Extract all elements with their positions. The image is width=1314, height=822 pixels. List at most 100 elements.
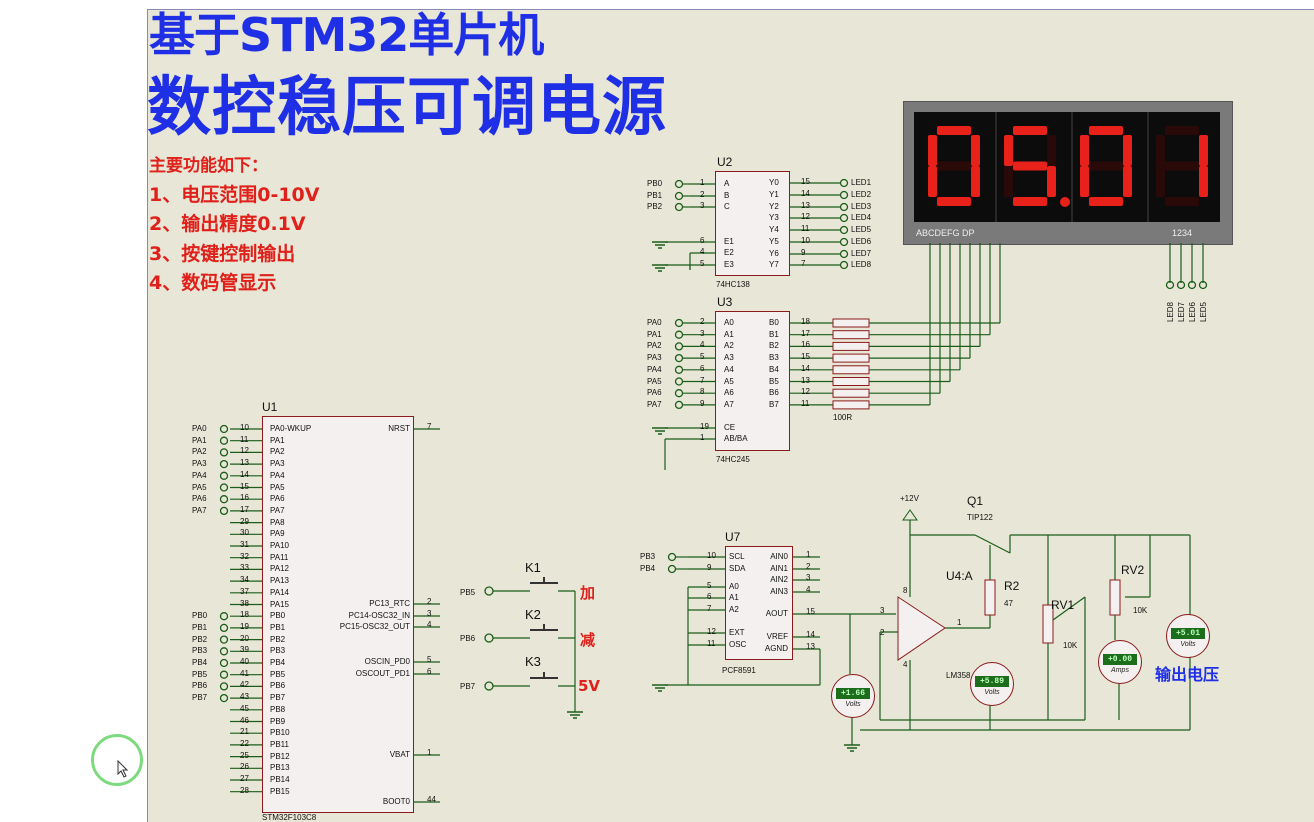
u1-chip[interactable] [262, 416, 414, 813]
u2-chip[interactable] [715, 171, 790, 276]
u2-pin-e2: E2 [724, 248, 734, 257]
u1-pinnum: 20 [240, 633, 249, 643]
u1-net: PB1 [192, 622, 208, 632]
u1-pinnum: 37 [240, 586, 249, 596]
u1-pin: OSCOUT_PD1 [355, 669, 410, 678]
u3-chip[interactable] [715, 311, 790, 451]
u1-pinnum: 3 [427, 609, 432, 618]
display-panel [914, 112, 1220, 222]
u1-net: PA6 [192, 494, 207, 504]
u3-input-net: PA2 [647, 341, 662, 351]
u1-pin: PB11 [270, 739, 289, 749]
u1-pinnum: 29 [240, 516, 249, 526]
u1-pinnum: 32 [240, 551, 249, 561]
u1-pinnum: 4 [427, 620, 432, 629]
ammeter[interactable]: +0.00 Amps [1098, 640, 1142, 684]
segment-c [971, 166, 980, 197]
feature-3: 3、按键控制输出 [149, 243, 296, 265]
u2-input-net: PB2 [647, 202, 663, 211]
u2-pinnum: 1 [700, 178, 705, 187]
u1-pin: PA6 [270, 494, 285, 504]
led-net-label: LED5 [1199, 301, 1208, 322]
u7-chip[interactable] [725, 546, 793, 660]
voltmeter-opamp[interactable]: +5.89 Volts [970, 662, 1014, 706]
title-line2: 数控稳压可调电源 [147, 71, 667, 145]
u1-pinnum: 13 [240, 458, 249, 468]
rv1-value: 10K [1063, 641, 1078, 650]
u3-pinnum: 1 [700, 433, 705, 442]
segment-f [928, 135, 937, 166]
u7-ref: U7 [725, 530, 741, 544]
u1-pin: PB5 [270, 669, 286, 679]
u7-pin: AIN2 [770, 575, 788, 584]
opamp-pin3: 3 [880, 606, 885, 615]
u1-pinnum: 6 [427, 667, 432, 676]
u7-input-net: PB3 [640, 552, 656, 561]
opamp-pin1: 1 [957, 618, 962, 627]
u1-net: PA0 [192, 424, 207, 433]
u3-pinnum: 14 [801, 363, 810, 373]
voltmeter-output[interactable]: +5.01 Volts [1166, 614, 1210, 658]
u3-pin: B5 [769, 376, 779, 386]
segment-a [1165, 126, 1199, 135]
voltmeter-aout[interactable]: +1.66 Volts [831, 674, 875, 718]
u1-pinnum: 17 [240, 504, 249, 514]
u7-pinnum: 14 [806, 630, 815, 639]
bus-resistor [832, 341, 870, 351]
segment-e [1156, 166, 1165, 197]
net-terminal [674, 353, 684, 363]
key-k1-label: K1 [525, 560, 541, 575]
u3-pin: A5 [724, 376, 734, 386]
opamp-pin2: 2 [880, 628, 885, 637]
net-terminal [674, 365, 684, 374]
segment-d [1165, 197, 1199, 206]
u1-net: PA4 [192, 470, 207, 480]
output-voltage-label: 输出电压 [1155, 665, 1220, 684]
u7-pinnum: 12 [707, 627, 716, 636]
segment-g [937, 161, 971, 171]
net-terminal [219, 635, 229, 644]
u2-pinnum: 13 [801, 201, 810, 210]
u7-pin: VREF [766, 632, 788, 641]
u2-pinnum: 7 [801, 259, 806, 268]
u2-pinnum: 6 [700, 236, 705, 245]
segment-d [937, 197, 971, 206]
u2-pin-y5: Y5 [769, 237, 779, 246]
u7-pin: SCL [729, 552, 745, 561]
u7-pinnum: 15 [806, 607, 815, 616]
led-terminal [1165, 280, 1175, 290]
segment-g [1013, 161, 1047, 171]
segment-e [1004, 166, 1013, 197]
u1-pin: PB0 [270, 611, 286, 621]
u1-pin: PB1 [270, 622, 286, 632]
u1-net: PB0 [192, 611, 208, 621]
u3-pin: B3 [769, 353, 779, 363]
u2-pin-y7: Y7 [769, 260, 779, 269]
key-k3-label: K3 [525, 654, 541, 669]
net-terminal [219, 670, 229, 679]
u2-pinnum: 5 [700, 259, 705, 268]
net-terminal [674, 342, 684, 351]
u2-output-net: LED2 [851, 190, 872, 199]
u3-pinnum: 18 [801, 317, 810, 326]
u1-pin: PA2 [270, 447, 285, 457]
opamp-pin4: 4 [903, 660, 908, 669]
net-terminal [839, 260, 849, 270]
u1-net: PB5 [192, 669, 208, 679]
u2-output-net: LED7 [851, 249, 872, 258]
seven-segment-display[interactable]: ABCDEFG DP 1234 [903, 101, 1233, 245]
u1-pinnum: 41 [240, 668, 249, 678]
net-terminal [674, 400, 684, 410]
u7-pin: A1 [729, 593, 739, 602]
u1-pin: PA3 [270, 459, 285, 469]
u3-pinnum: 17 [801, 328, 810, 338]
net-terminal [839, 190, 849, 200]
u7-pin: SDA [729, 564, 746, 573]
u1-pin: PC14-OSC32_IN [348, 611, 410, 620]
key-k2-label: K2 [525, 607, 541, 622]
u7-pinnum: 2 [806, 562, 811, 571]
net-terminal [674, 202, 684, 212]
led-net-label: LED8 [1166, 301, 1175, 322]
segment-e [928, 166, 937, 197]
net-terminal [839, 202, 849, 212]
